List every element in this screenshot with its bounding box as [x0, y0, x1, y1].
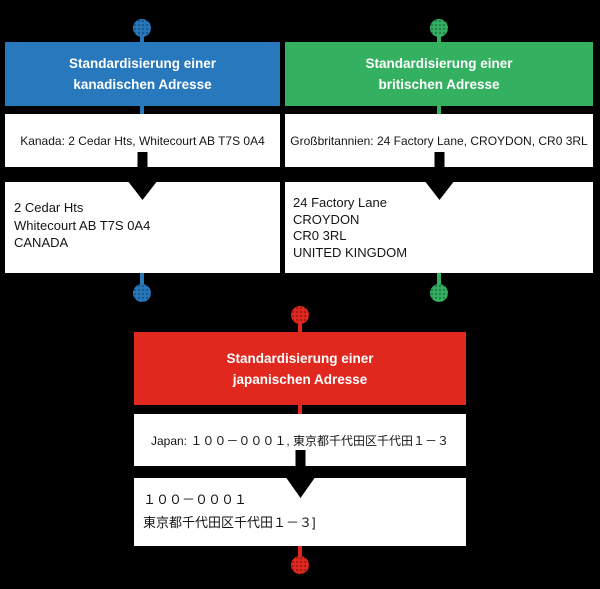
connector-line-canada: [140, 273, 144, 285]
uk-input-text: Großbritannien: 24 Factory Lane, CROYDON…: [290, 133, 588, 148]
connector-line-uk: [437, 273, 441, 285]
japan-header-line1: Standardisierung einer: [226, 350, 374, 366]
connector-dot-japan-bottom: [291, 556, 309, 574]
uk-output-line: UNITED KINGDOM: [293, 244, 408, 260]
connector-line-japan: [298, 322, 302, 333]
connector-dot-canada-bottom: [133, 284, 151, 302]
down-arrow-icon: [127, 152, 158, 200]
canada-header: Standardisierung einer kanadischen Adres…: [5, 42, 280, 106]
uk-output-line: CROYDON: [293, 211, 360, 227]
connector-line-canada: [140, 36, 144, 43]
uk-output-line: 24 Factory Lane: [293, 195, 387, 210]
connector-dot-uk-bottom: [430, 284, 448, 302]
canada-header-line2: kanadischen Adresse: [73, 77, 212, 92]
canada-output-line: 2 Cedar Hts: [14, 200, 84, 215]
uk-header-line2: britischen Adresse: [378, 77, 500, 92]
uk-header: Standardisierung einer britischen Adress…: [285, 42, 593, 106]
down-arrow-icon: [285, 450, 316, 498]
japan-output-line: 東京都千代田区千代田１－３]: [143, 514, 316, 530]
connector-dot-japan-top: [291, 306, 309, 324]
japan-header-line2: japanischen Adresse: [232, 371, 368, 387]
canada-output-line: CANADA: [14, 235, 69, 250]
connector-dot-canada-top: [133, 19, 151, 37]
uk-header-line1: Standardisierung einer: [365, 56, 513, 71]
japan-header: Standardisierung einer japanischen Adres…: [134, 332, 466, 405]
connector-line-japan: [298, 405, 302, 415]
connector-line-uk: [437, 36, 441, 43]
canada-header-line1: Standardisierung einer: [68, 56, 217, 71]
connector-line-japan: [298, 546, 302, 557]
down-arrow-icon: [424, 152, 455, 200]
japan-input-text: Japan: １００－０００１, 東京都千代田区千代田１－３: [150, 433, 450, 448]
canada-input-text: Kanada: 2 Cedar Hts, Whitecourt AB T7S 0…: [20, 133, 265, 148]
canada-output-line: Whitecourt AB T7S 0A4: [14, 217, 151, 233]
connector-line-uk: [437, 106, 441, 115]
connector-line-canada: [140, 106, 144, 115]
japan-output-line: １００－０００１: [143, 492, 248, 507]
uk-output-line: CR0 3RL: [293, 228, 347, 243]
connector-dot-uk-top: [430, 19, 448, 37]
